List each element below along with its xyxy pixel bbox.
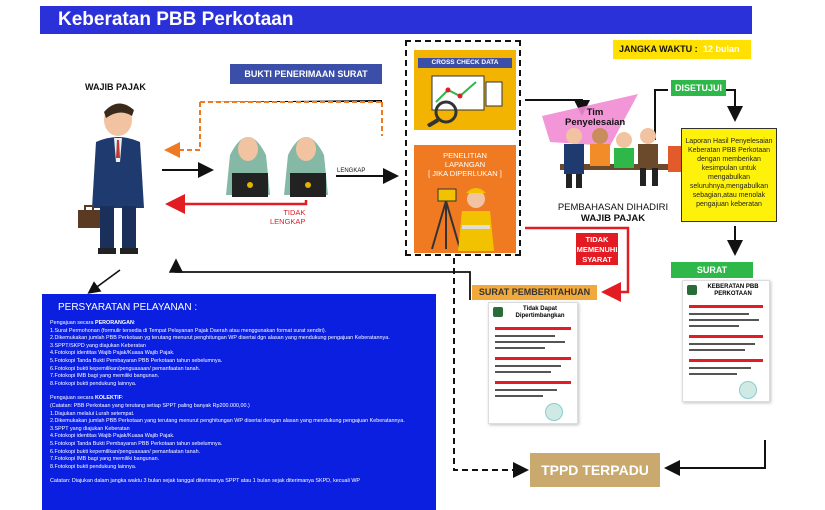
tidak-memenuhi-line-2: MEMENUHI: [576, 245, 618, 254]
keputusan-doc-title: KEBERATAN PBB PERKOTAAN: [699, 284, 767, 298]
penelitian-line-1: PENELITIAN: [443, 151, 487, 160]
stamp-icon: [545, 403, 563, 421]
seal-icon: [687, 285, 697, 295]
cross-check-icon: [426, 75, 503, 127]
list-item: 7.Fotokopi IMB bagi yang memiliki bangun…: [50, 456, 160, 463]
petugas-pelayanan-icon: [226, 137, 328, 197]
arrow-tidak-lengkap: [165, 194, 308, 214]
jangka-waktu-value: 12 bulan: [703, 44, 740, 54]
list-item: 3.SPPT/SKPD yang diajukan Keberatan: [50, 342, 146, 349]
keputusan-doc-line-1: KEBERATAN PBB: [707, 284, 759, 290]
tim-line-2: Penyelesaian: [565, 117, 626, 128]
tidak-memenuhi-line-3: SYARAT: [582, 255, 612, 264]
keputusan-doc-line-2: PERKOTAAN: [714, 291, 752, 297]
dashed-to-tppd: [453, 258, 529, 478]
list-item: 8.Fotokopi bukti pendukung lainnya.: [50, 380, 137, 387]
lengkap-label: LENGKAP: [337, 168, 366, 174]
tidak-memenuhi-syarat-badge: TIDAK MEMENUHI SYARAT: [576, 233, 618, 265]
jangka-waktu-label: JANGKA WAKTU :: [619, 44, 698, 54]
persyaratan-heading: PERSYARATAN PELAYANAN :: [58, 302, 198, 313]
kolektif-note: (Catatan: PBB Perkotaan yang terutang se…: [50, 402, 250, 409]
kolektif-list: 1.Diajukan melalui Lurah setempat. 2.Dik…: [50, 411, 432, 472]
kolektif-heading: Pengajuan secara KOLEKTIF:: [50, 395, 124, 402]
surat-pemberitahuan-document: Tidak Dapat Dipertimbangkan: [488, 302, 578, 424]
disetujui-badge: DISETUJUI: [671, 80, 726, 96]
list-item: 8.Fotokopi bukti pendukung lainnya.: [50, 463, 137, 470]
tidak-lengkap-label: TIDAK LENGKAP: [270, 208, 305, 226]
tidak-lengkap-line-1: TIDAK: [283, 208, 306, 217]
cross-check-panel: CROSS CHECK DATA: [414, 50, 516, 130]
list-item: 4.Fotokopi identitas Wajib Pajak/Kuasa W…: [50, 433, 175, 440]
stamp-icon: [739, 381, 757, 399]
list-item: 6.Fotokopi bukti kepemilikan/penguasaan/…: [50, 448, 201, 455]
pembahasan-line-2: WAJIB PAJAK: [580, 213, 646, 224]
catatan-text: Catatan: Diajukan dalam jangka waktu 3 b…: [50, 478, 361, 485]
arrow-keputusan-to-tppd: [664, 440, 766, 476]
arrow-tidak-memenuhi: [525, 226, 630, 302]
penelitian-lapangan-panel: PENELITIAN LAPANGAN [ JIKA DIPERLUKAN ]: [414, 145, 516, 253]
pemberitahuan-doc-line-1: Tidak Dapat: [523, 306, 557, 312]
penelitian-line-3: [ JIKA DIPERLUKAN ]: [428, 169, 502, 178]
perorangan-heading: Pengajuan secara PERORANGAN:: [50, 320, 136, 326]
penelitian-line-2: LAPANGAN: [444, 160, 486, 169]
bukti-penerimaan-label: BUKTI PENERIMAAN SURAT: [230, 64, 382, 84]
perorangan-intro: Pengajuan secara: [50, 320, 95, 326]
wajib-pajak-label: WAJIB PAJAK: [85, 82, 146, 92]
jangka-waktu-badge: JANGKA WAKTU : 12 bulan: [613, 40, 751, 59]
list-item: 2.Dikemukakan jumlah PBB Perkotaan yg te…: [50, 335, 390, 342]
kolektif-key: KOLEKTIF: [94, 395, 122, 402]
arrow-pemberitahuan-return: [168, 258, 471, 300]
list-item: 7.Fotokopi IMB bagi yang memiliki bangun…: [50, 373, 160, 380]
list-item: 5.Fotokopi Tanda Bukti Pembayaran PBB Pe…: [50, 440, 223, 447]
wajib-pajak-person-icon: [78, 103, 144, 254]
persyaratan-body: Pengajuan secara PERORANGAN: 1.Surat Per…: [50, 320, 432, 486]
list-item: 1.Diajukan melalui Lurah setempat.: [50, 410, 135, 417]
cross-check-label: CROSS CHECK DATA: [418, 58, 512, 68]
title-bar: Keberatan PBB Perkotaan: [40, 6, 752, 34]
perorangan-list: 1.Surat Permohonan (formulir tersedia di…: [50, 328, 432, 389]
pemberitahuan-doc-title: Tidak Dapat Dipertimbangkan: [505, 306, 575, 320]
page-title: Keberatan PBB Perkotaan: [58, 9, 294, 30]
arrow-to-laporan: [726, 89, 743, 122]
tidak-lengkap-line-2: LENGKAP: [270, 217, 306, 226]
list-item: 1.Surat Permohonan (formulir tersedia di…: [50, 327, 327, 334]
perorangan-key: PERORANGAN: [94, 320, 134, 326]
list-item: 2.Dikemukakan jumlah PBB Perkotaan yang …: [50, 418, 405, 425]
seal-icon: [493, 307, 503, 317]
list-item: 4.Fotokopi identitas Wajib Pajak/Kuasa W…: [50, 350, 175, 357]
list-item: 3.SPPT yang diajukan Keberatan: [50, 425, 130, 432]
penelitian-label: PENELITIAN LAPANGAN [ JIKA DIPERLUKAN ]: [416, 151, 514, 178]
orange-dashed-return: [164, 102, 201, 158]
tidak-memenuhi-line-1: TIDAK: [585, 235, 609, 244]
tim-penyelesaian-icon: [542, 94, 686, 188]
pembahasan-line-1: PEMBAHASAN DIHADIRI: [557, 202, 669, 213]
tim-penyelesaian-label: Tim Penyelesaian: [565, 108, 625, 128]
persyaratan-panel: PERSYARATAN PELAYANAN : Pengajuan secara…: [42, 294, 436, 510]
surat-keputusan-document: KEBERATAN PBB PERKOTAAN: [682, 280, 770, 402]
list-item: 5.Fotokopi Tanda Bukti Pembayaran PBB Pe…: [50, 357, 223, 364]
tim-line-1: Tim: [586, 107, 604, 118]
surat-keputusan-label: SURAT KEPUTUSAN: [671, 262, 753, 291]
pembahasan-label: PEMBAHASAN DIHADIRI WAJIB PAJAK: [548, 202, 678, 224]
kolektif-intro: Pengajuan secara: [50, 395, 95, 402]
tppd-terpadu-box: TPPD TERPADU: [530, 453, 660, 487]
pemberitahuan-doc-line-2: Dipertimbangkan: [515, 313, 565, 319]
list-item: 6.Fotokopi bukti kepemilikan/penguasaan/…: [50, 365, 201, 372]
surat-pemberitahuan-label: SURAT PEMBERITAHUAN: [472, 285, 597, 300]
arrow-to-persyaratan: [87, 269, 121, 294]
line-to-disetujui: [654, 89, 668, 140]
laporan-hasil-box: Laporan Hasil Penyelesaian Keberatan PBB…: [681, 128, 777, 222]
surveyor-icon: [431, 188, 494, 251]
